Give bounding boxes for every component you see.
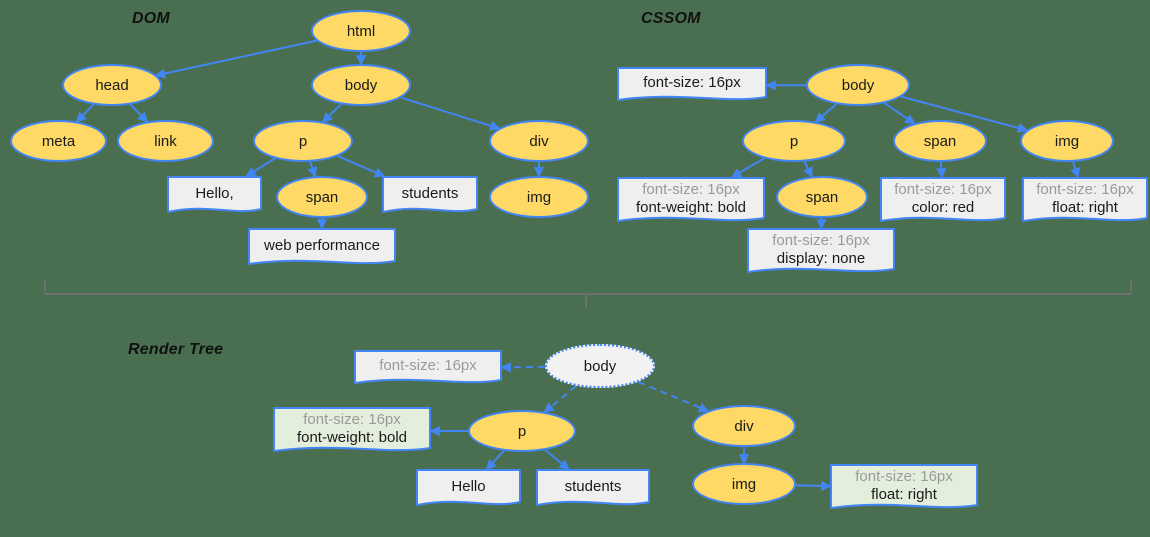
tree-node-label: link xyxy=(154,132,177,150)
style-box-line: Hello, xyxy=(195,184,234,202)
edge-c-p-to-c-span1 xyxy=(803,161,813,178)
style-box-line: font-size: 16px xyxy=(303,410,401,428)
tree-node-label: img xyxy=(526,188,552,206)
edge-r-body-to-r-div xyxy=(637,380,710,413)
tree-node-c-body: body xyxy=(806,64,910,106)
style-box-line: students xyxy=(564,477,622,495)
edge-html-to-head xyxy=(154,39,317,79)
tree-node-label: body xyxy=(583,357,617,375)
edge-head-to-link xyxy=(129,103,149,123)
edge-head-to-meta xyxy=(75,103,95,123)
edge-c-img-to-cb-img xyxy=(1070,161,1081,179)
tree-node-label: span xyxy=(805,188,839,206)
tree-node-label: body xyxy=(841,76,875,94)
style-box-line: Hello xyxy=(451,477,486,495)
style-box-line: font-size: 16px xyxy=(894,180,992,198)
section-divider xyxy=(44,280,1132,308)
style-box-line: font-size: 16px xyxy=(772,231,870,249)
edge-c-span2-to-cb-span2 xyxy=(936,161,947,179)
style-box-cb-body: font-size: 16px xyxy=(617,67,767,104)
style-box-line: font-size: 16px xyxy=(379,357,477,375)
style-box-line: web performance xyxy=(264,236,380,254)
style-box-line: font-size: 16px xyxy=(643,74,741,92)
edge-c-body-to-c-p xyxy=(814,103,837,123)
style-box-line: color: red xyxy=(911,198,975,216)
tree-node-label: div xyxy=(734,417,754,435)
style-box-line: font-size: 16px xyxy=(642,180,740,198)
edge-body-to-div xyxy=(400,96,501,131)
tree-node-div: div xyxy=(489,120,589,162)
edge-r-img-to-rb-img xyxy=(795,480,832,492)
section-title-dom: DOM xyxy=(132,10,170,27)
tree-node-label: p xyxy=(789,132,799,150)
edge-r-body-to-r-p xyxy=(543,385,577,413)
tree-node-c-p: p xyxy=(742,120,846,162)
edge-p-to-students xyxy=(337,155,386,178)
tree-node-r-img: img xyxy=(692,463,796,505)
style-box-line: display: none xyxy=(776,249,866,267)
tree-node-label: head xyxy=(95,76,129,94)
tree-node-label: span xyxy=(305,188,339,206)
tree-node-label: p xyxy=(517,422,527,440)
tree-node-label: meta xyxy=(41,132,76,150)
edge-p-to-span xyxy=(307,161,318,178)
tree-node-label: span xyxy=(923,132,957,150)
tree-node-label: img xyxy=(1054,132,1080,150)
tree-node-label: div xyxy=(529,132,549,150)
tree-node-p: p xyxy=(253,120,353,162)
tree-node-r-div: div xyxy=(692,405,796,447)
tree-node-c-img: img xyxy=(1020,120,1114,162)
edge-c-body-to-c-span2 xyxy=(883,102,916,125)
tree-node-c-span2: span xyxy=(893,120,987,162)
style-box-webperf: web performance xyxy=(248,228,396,268)
tree-node-img: img xyxy=(489,176,589,218)
style-box-line: font-size: 16px xyxy=(855,467,953,485)
section-title-cssom: CSSOM xyxy=(641,10,701,27)
style-box-students: students xyxy=(382,176,478,216)
style-box-line: students xyxy=(401,184,459,202)
tree-node-label: p xyxy=(298,132,308,150)
style-box-line: float: right xyxy=(871,485,937,503)
edge-body-to-p xyxy=(321,103,342,123)
style-box-rb-students: students xyxy=(536,469,650,509)
style-box-rb-body: font-size: 16px xyxy=(354,350,502,387)
edge-p-to-hello xyxy=(245,157,276,177)
tree-node-c-span1: span xyxy=(776,176,868,218)
tree-node-span: span xyxy=(276,176,368,218)
edge-r-p-to-rb-hello xyxy=(485,450,505,471)
style-box-hello: Hello, xyxy=(167,176,262,216)
tree-node-label: body xyxy=(344,76,378,94)
style-box-line: font-size: 16px xyxy=(1036,180,1134,198)
tree-node-r-p: p xyxy=(468,410,576,452)
edge-r-body-to-rb-body xyxy=(500,362,546,373)
tree-node-head: head xyxy=(62,64,162,106)
tree-node-html: html xyxy=(311,10,411,52)
tree-node-r-body: body xyxy=(545,344,655,388)
edge-c-p-to-cb-p xyxy=(730,157,765,178)
tree-node-label: img xyxy=(731,475,757,493)
style-box-line: font-weight: bold xyxy=(635,198,747,216)
style-box-rb-hello: Hello xyxy=(416,469,521,509)
section-title-render-tree: Render Tree xyxy=(128,341,224,358)
tree-node-body: body xyxy=(311,64,411,106)
tree-node-label: html xyxy=(346,22,376,40)
tree-node-link: link xyxy=(117,120,214,162)
tree-node-meta: meta xyxy=(10,120,107,162)
style-box-line: float: right xyxy=(1052,198,1118,216)
edge-r-p-to-rb-students xyxy=(544,449,570,470)
style-box-line: font-weight: bold xyxy=(296,428,408,446)
